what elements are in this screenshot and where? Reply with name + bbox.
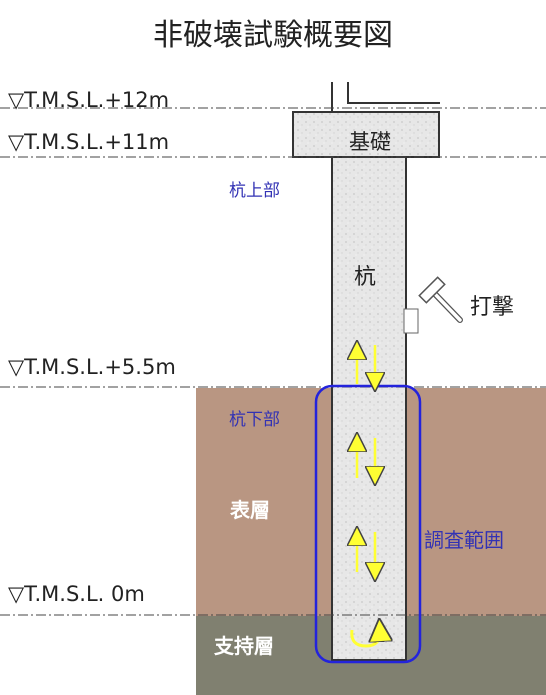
pile-top-label: 杭上部 — [229, 181, 280, 201]
sensor — [403, 308, 419, 334]
wave-arrows — [350, 345, 380, 648]
survey-range-label: 調査範囲 — [424, 528, 504, 552]
pile — [331, 156, 407, 661]
bearing-layer-label: 支持層 — [214, 634, 274, 658]
elevation-label-11m: ▽T.M.S.L.+11m — [8, 130, 170, 154]
elevation-label-0m: ▽T.M.S.L. 0m — [8, 582, 145, 606]
elevation-label-12m: ▽T.M.S.L.+12m — [8, 88, 170, 112]
reflection-arrow — [350, 630, 380, 648]
pile-label: 杭 — [354, 265, 377, 290]
pile-bottom-label: 杭下部 — [229, 410, 280, 430]
elevation-label-5.5m: ▽T.M.S.L.+5.5m — [8, 355, 176, 379]
hammer-label: 打撃 — [470, 295, 515, 320]
diagram-title: 非破壊試験概要図 — [153, 18, 393, 53]
foundation-label: 基礎 — [349, 130, 391, 154]
hammer-icon — [418, 276, 463, 323]
surface-layer-label: 表層 — [230, 498, 270, 522]
column — [332, 82, 348, 112]
